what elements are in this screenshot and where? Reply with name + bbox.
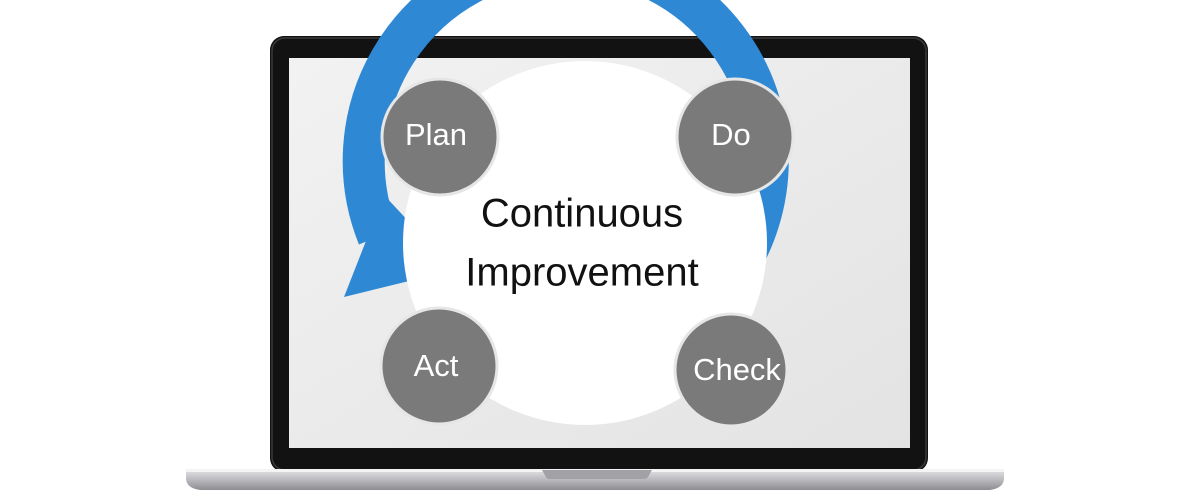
stage-do-label: Do: [711, 117, 751, 152]
stage-act-label: Act: [414, 348, 459, 383]
stage-plan-label: Plan: [405, 117, 467, 152]
center-title-line-1: Continuous: [481, 192, 683, 236]
stage-check-label: Check: [693, 352, 781, 387]
laptop-base: [186, 470, 1004, 490]
stage-check: Check: [673, 312, 789, 428]
stage-plan: Plan: [380, 77, 500, 197]
stage-act: Act: [379, 306, 499, 426]
center-title-line-2: Improvement: [465, 251, 698, 295]
stage-do: Do: [675, 77, 795, 197]
laptop-trackpad-notch: [542, 470, 652, 479]
